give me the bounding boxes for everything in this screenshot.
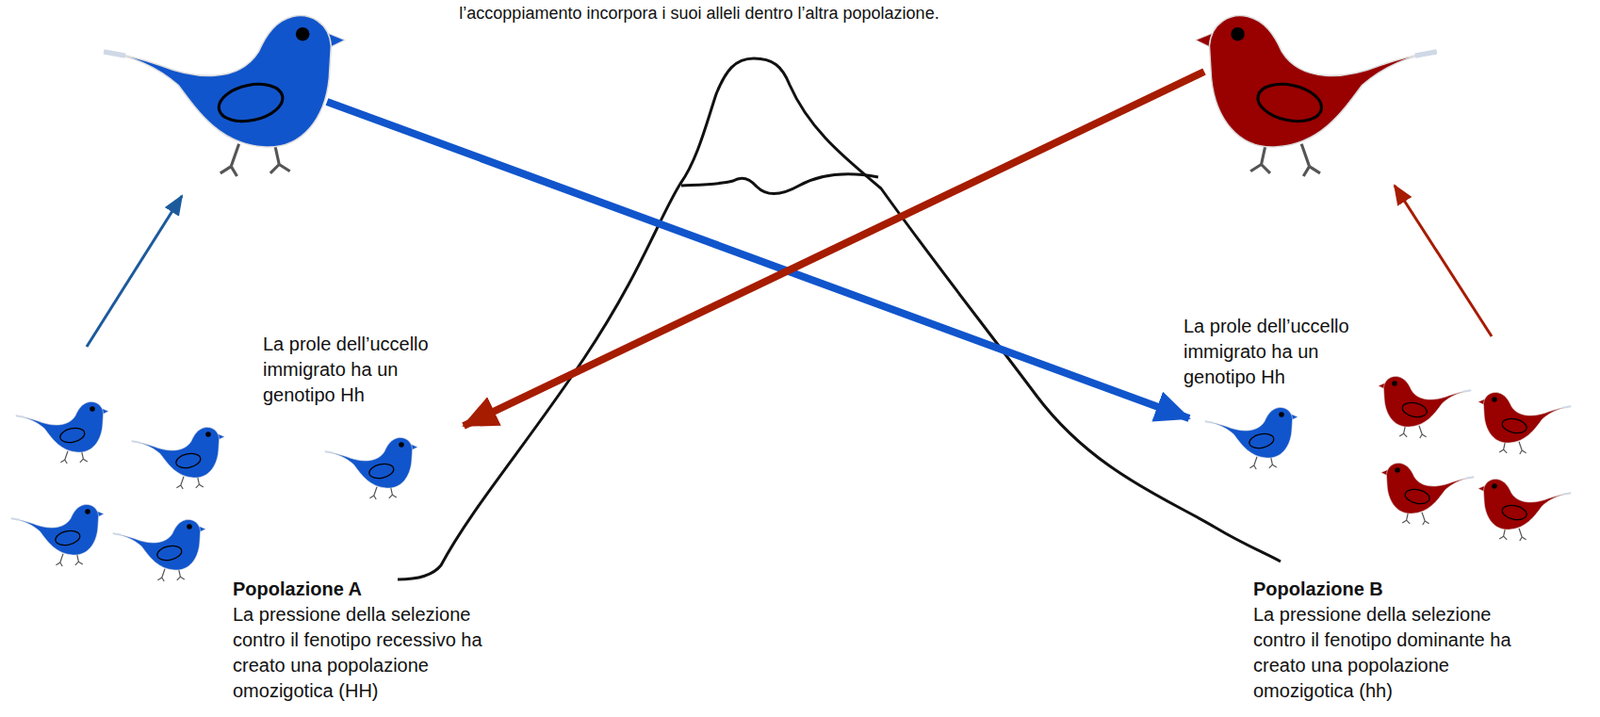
bird-wing (215, 79, 287, 128)
bird-legs (1249, 456, 1276, 470)
bird-tail-tip (1465, 476, 1474, 479)
bird (1478, 478, 1571, 541)
bird-tail-tip (113, 533, 122, 536)
bird-eye (84, 508, 91, 515)
bird (1381, 462, 1474, 525)
bird-tail-tip (325, 451, 334, 454)
bird (1205, 407, 1298, 470)
bird-body (325, 437, 413, 489)
bird-wing (1401, 400, 1429, 420)
bird-wing (1501, 416, 1529, 436)
bird-tail-tip (103, 51, 126, 56)
population-description: La pressione della selezione contro il f… (232, 602, 516, 704)
bird-legs (1399, 424, 1426, 439)
bird-wing (1501, 503, 1529, 523)
bird (131, 426, 225, 490)
bird (325, 437, 418, 500)
bird-body (1383, 375, 1471, 427)
bird (1195, 16, 1437, 177)
bird-body (113, 519, 201, 571)
bird-body (1208, 16, 1437, 147)
bird-eye (398, 441, 405, 448)
bird-wing (174, 451, 202, 471)
bird-legs (369, 486, 396, 500)
bird-wing (1254, 79, 1325, 128)
bird-eye (295, 27, 311, 42)
emigration-arrow (1394, 185, 1492, 337)
bird-wing (58, 425, 86, 445)
bird-tail-tip (1205, 421, 1214, 424)
bird (1378, 375, 1471, 439)
bird-body (1483, 478, 1571, 530)
bird-body (131, 426, 220, 478)
emigration-arrow (86, 195, 182, 347)
bird-eye (1391, 380, 1398, 387)
bird-legs (1402, 511, 1429, 525)
bird-legs (1499, 440, 1526, 455)
bird-tail-tip (131, 440, 141, 443)
bird-eye (1230, 27, 1245, 42)
bird-wing (367, 461, 395, 481)
migration-arrow (463, 71, 1205, 426)
bird-eye (1394, 467, 1401, 474)
bird-tail-tip (1462, 390, 1471, 392)
bird-wing (1247, 431, 1275, 451)
bird-legs (220, 142, 291, 177)
bird-legs (55, 553, 82, 567)
note-text: l’accoppiamento incorpora i suoi alleli … (458, 1, 939, 25)
bird-body (103, 16, 331, 147)
population-heading: Popolazione A (232, 576, 516, 603)
bird-body (1205, 407, 1293, 458)
bird-tail-tip (1562, 492, 1571, 495)
bird-body (1386, 462, 1474, 514)
bird-body (11, 504, 99, 556)
callout-text: La prole dell’uccello immigrato ha un ge… (1183, 313, 1363, 391)
bird (103, 16, 345, 177)
migration-arrow (326, 101, 1190, 419)
bird-legs (1250, 142, 1321, 177)
mountain-outline (397, 58, 1281, 580)
bird-wing (53, 528, 82, 548)
bird-body (16, 401, 104, 453)
bird-eye (89, 406, 96, 412)
bird-eye (1491, 483, 1498, 490)
bird-tail-tip (1415, 51, 1437, 56)
birds (11, 16, 1571, 582)
callout-text: La prole dell’uccello immigrato ha un ge… (262, 331, 442, 409)
bird-legs (176, 475, 203, 490)
bird-wing (155, 543, 183, 563)
mountain (397, 58, 1281, 580)
population-description: La pressione della selezione contro il f… (1253, 602, 1536, 704)
bird (16, 401, 109, 464)
bird (1478, 391, 1571, 455)
bird-tail-tip (16, 415, 25, 418)
bird-tail-tip (1562, 406, 1571, 409)
bird-wing (1404, 487, 1432, 507)
population-heading: Popolazione B (1253, 576, 1536, 603)
bird (113, 519, 206, 582)
bird-body (1483, 391, 1571, 443)
bird-eye (186, 523, 193, 530)
bird-eye (1278, 411, 1285, 418)
bird-eye (1491, 396, 1498, 403)
bird-eye (205, 431, 212, 438)
bird-legs (1499, 527, 1526, 541)
bird-legs (157, 568, 184, 582)
bird-tail-tip (11, 518, 20, 521)
bird-legs (60, 450, 87, 464)
snow-line (681, 174, 879, 195)
bird (11, 504, 104, 567)
